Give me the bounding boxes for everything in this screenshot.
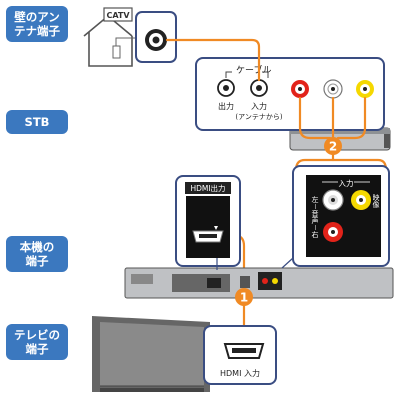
- stb-out-label: 出力: [218, 101, 234, 111]
- catv-text: CATV: [106, 11, 130, 20]
- unit-hdmi-port: [192, 230, 224, 243]
- unit-terminal-label: 本機の 端子: [6, 236, 68, 272]
- callout-1-text: 1: [240, 291, 248, 305]
- catv-sign: CATV: [103, 7, 133, 22]
- hdmi-pointer-icon: [214, 226, 218, 230]
- cable-label: ケーブル: [236, 64, 271, 76]
- tv-hdmi-port: [223, 343, 265, 359]
- rca-cable-yellow: [336, 96, 367, 140]
- unit-rca-red: [323, 222, 343, 242]
- stb-label: STB: [6, 110, 68, 134]
- hdmi-out-label: HDMI出力: [190, 183, 225, 193]
- tv-hdmi-in-label: HDMI 入力: [220, 368, 260, 378]
- wall-antenna-label: 壁のアン テナ端子: [6, 6, 68, 42]
- rca-left-right-label: 左－音声－右: [311, 195, 319, 239]
- stb-rca-yellow: [356, 80, 374, 98]
- wall-outlet-icon: [112, 37, 138, 59]
- recorder-device: [124, 267, 394, 299]
- wall-antenna-connector: [145, 29, 167, 51]
- callout-2: 2: [324, 137, 342, 155]
- cable-bracket: [225, 71, 269, 78]
- antenna-cable: [165, 38, 261, 82]
- hdmi-out-socket-area: [186, 196, 230, 258]
- hdmi-out-tag: [185, 182, 231, 194]
- stb-out-connector: [217, 79, 235, 97]
- unit-rca-socket-area: [306, 175, 381, 257]
- stb-in-connector: [250, 79, 268, 97]
- rca-video-label: 映像: [372, 193, 380, 208]
- rca-in-label: 入力: [339, 178, 354, 188]
- callout-2-text: 2: [329, 140, 337, 154]
- rca-cable-red: [298, 96, 332, 140]
- rca-panel-leader: [281, 257, 294, 269]
- unit-rca-yellow: [351, 190, 371, 210]
- stb-panel: [195, 57, 385, 131]
- callout-1: 1: [235, 288, 253, 306]
- stb-in-label: 入力: [251, 101, 267, 111]
- tv-device: [92, 316, 210, 392]
- stb-rca-red: [291, 80, 309, 98]
- unit-rca-white: [322, 189, 344, 211]
- stb-in-sub-label: (アンテナから): [235, 113, 282, 121]
- stb-rca-white: [323, 79, 343, 99]
- tv-terminal-label: テレビの 端子: [6, 324, 68, 360]
